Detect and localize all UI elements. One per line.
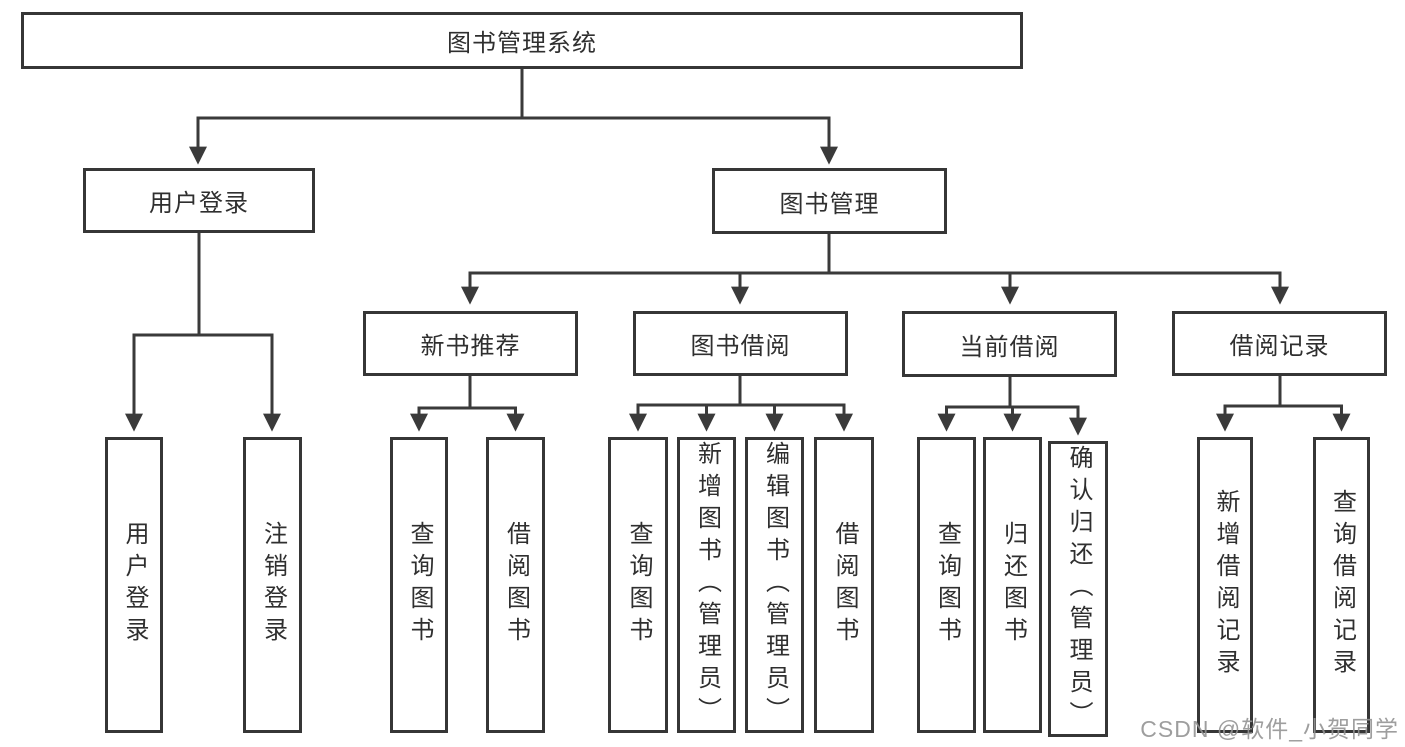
node-leaf-query-borrow-record: 查询借阅记录 [1313,437,1370,733]
node-leaf-query-borrow-record-label: 查询借阅记录 [1328,489,1356,681]
node-leaf-borrow-book-2: 借阅图书 [814,437,874,733]
node-book-borrow-label: 图书借阅 [690,333,791,360]
node-leaf-confirm-return-admin: 确认归还（管理员） [1048,441,1108,737]
node-leaf-logout: 注销登录 [243,437,302,733]
node-leaf-logout-label: 注销登录 [259,521,287,649]
watermark: CSDN @软件_小贺同学 [1140,716,1399,742]
node-leaf-query-book-3: 查询图书 [917,437,976,733]
node-book-management-label: 图书管理 [779,190,880,218]
connector-book-borrow-children [629,376,853,432]
node-leaf-query-book-1: 查询图书 [390,437,448,733]
node-current-borrow: 当前借阅 [902,311,1117,377]
node-leaf-borrow-book-1: 借阅图书 [486,437,545,733]
node-leaf-confirm-return-admin-label: 确认归还（管理员） [1065,445,1092,733]
node-borrow-records-label: 借阅记录 [1229,333,1330,360]
node-book-borrow: 图书借阅 [633,311,848,376]
node-leaf-borrow-book-1-label: 借阅图书 [502,521,530,649]
connector-user-login-children [125,233,281,432]
node-leaf-add-borrow-record-label: 新增借阅记录 [1212,489,1239,681]
node-leaf-user-login: 用户登录 [105,437,163,733]
node-leaf-user-login-label: 用户登录 [121,521,148,649]
connector-borrow-records-children [1216,376,1351,432]
node-new-book-recommend: 新书推荐 [363,311,578,376]
node-current-borrow-label: 当前借阅 [959,333,1060,361]
node-leaf-borrow-book-2-label: 借阅图书 [831,521,858,649]
connector-new-book-children [410,376,525,432]
node-leaf-edit-book-admin: 编辑图书（管理员） [745,437,804,733]
connector-root-to-level2 [189,69,838,165]
connector-book-mgmt-children [461,234,1289,305]
node-leaf-return-book: 归还图书 [983,437,1042,733]
node-root-system-label: 图书管理系统 [447,30,597,57]
node-user-login: 用户登录 [83,168,315,233]
node-leaf-add-book-admin-label: 新增图书（管理员） [693,441,721,729]
connector-current-borrow-children [937,376,1087,436]
node-user-login-label: 用户登录 [149,190,249,217]
node-book-management: 图书管理 [712,168,947,234]
node-leaf-return-book-label: 归还图书 [999,521,1027,649]
node-leaf-add-book-admin: 新增图书（管理员） [677,437,736,733]
node-leaf-edit-book-admin-label: 编辑图书（管理员） [761,441,789,729]
node-leaf-query-book-3-label: 查询图书 [933,521,961,649]
node-borrow-records: 借阅记录 [1172,311,1387,376]
node-leaf-query-book-2-label: 查询图书 [625,521,652,649]
node-leaf-query-book-2: 查询图书 [608,437,668,733]
node-new-book-recommend-label: 新书推荐 [420,333,521,360]
node-root-system: 图书管理系统 [21,12,1023,69]
node-leaf-query-book-1-label: 查询图书 [406,521,433,649]
node-leaf-add-borrow-record: 新增借阅记录 [1197,437,1253,733]
